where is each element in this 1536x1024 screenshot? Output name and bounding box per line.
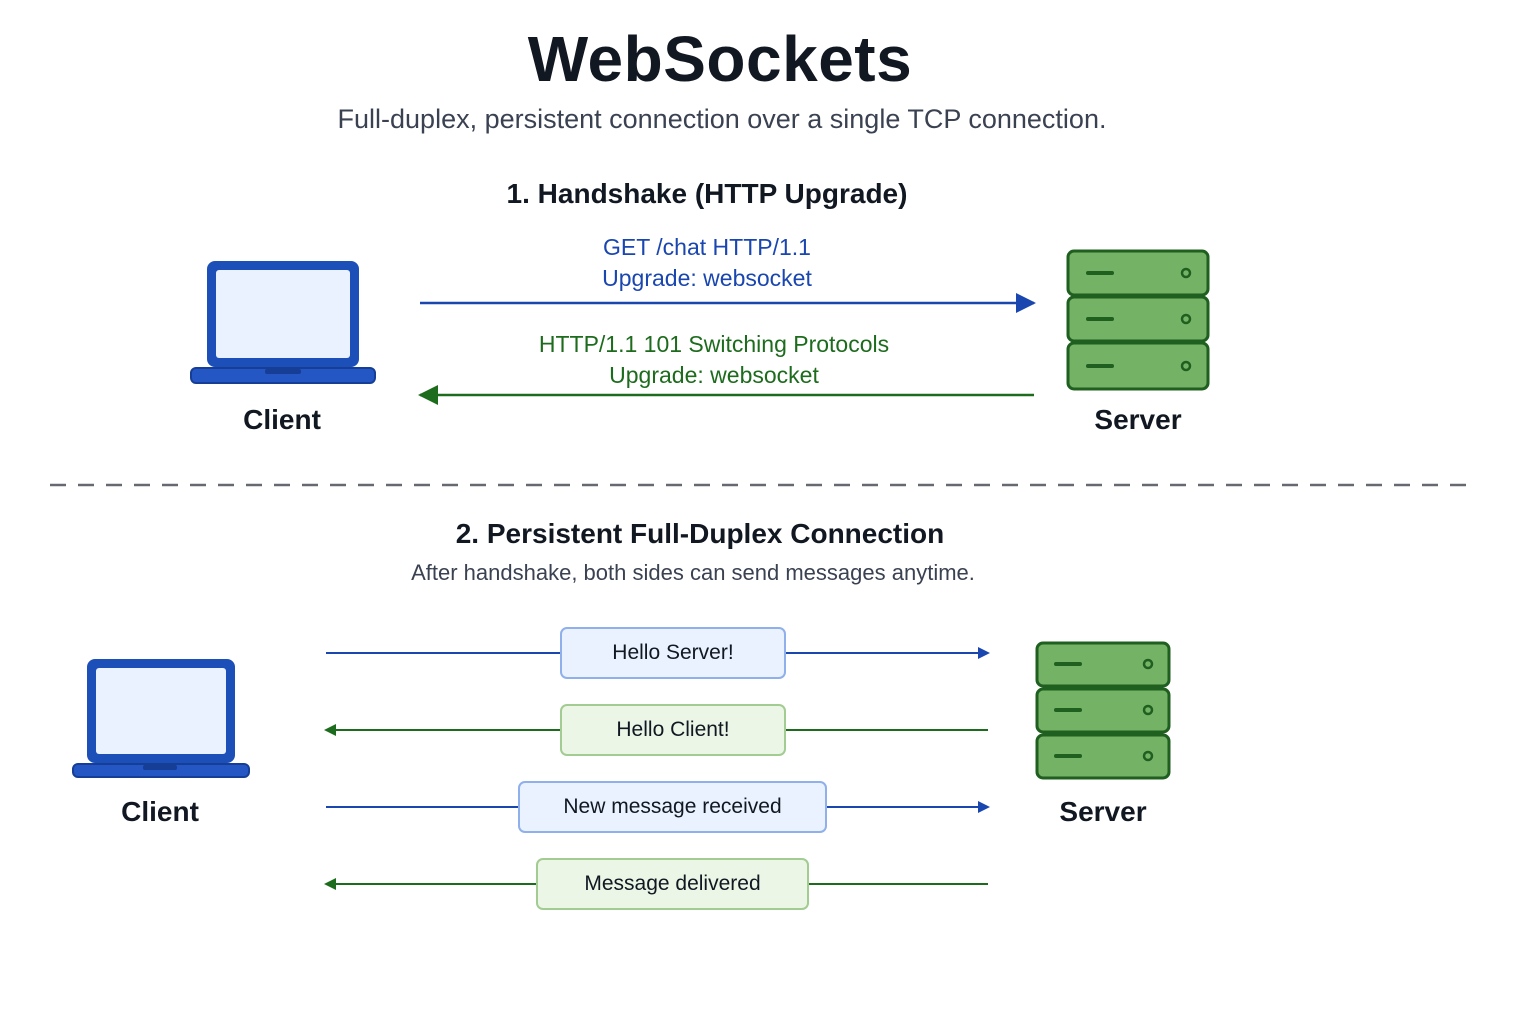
message-bubble: Hello Server! — [560, 627, 786, 679]
page-subtitle: Full-duplex, persistent connection over … — [337, 104, 1107, 134]
response-line-2: Upgrade: websocket — [609, 362, 819, 388]
request-line-2: Upgrade: websocket — [602, 265, 812, 291]
client-label: Client — [243, 404, 321, 435]
client-label: Client — [121, 796, 199, 827]
handshake-response-text: HTTP/1.1 101 Switching Protocols Upgrade… — [0, 329, 1428, 391]
page-title: WebSockets — [527, 23, 913, 95]
server-rack-icon — [1035, 641, 1171, 780]
persistent-subheading: After handshake, both sides can send mes… — [411, 560, 975, 585]
server-label: Server — [1059, 796, 1147, 827]
handshake-heading: 1. Handshake (HTTP Upgrade) — [506, 178, 908, 209]
response-line-1: HTTP/1.1 101 Switching Protocols — [538, 331, 890, 357]
message-bubble: New message received — [518, 781, 827, 833]
handshake-request-text: GET /chat HTTP/1.1 Upgrade: websocket — [0, 232, 1414, 294]
laptop-icon — [190, 261, 376, 384]
persistent-heading: 2. Persistent Full-Duplex Connection — [455, 518, 945, 549]
laptop-icon — [72, 659, 250, 778]
server-label: Server — [1094, 404, 1182, 435]
message-bubble: Message delivered — [536, 858, 809, 910]
server-rack-icon — [1066, 249, 1210, 391]
request-line-1: GET /chat HTTP/1.1 — [603, 234, 811, 260]
message-bubble: Hello Client! — [560, 704, 786, 756]
